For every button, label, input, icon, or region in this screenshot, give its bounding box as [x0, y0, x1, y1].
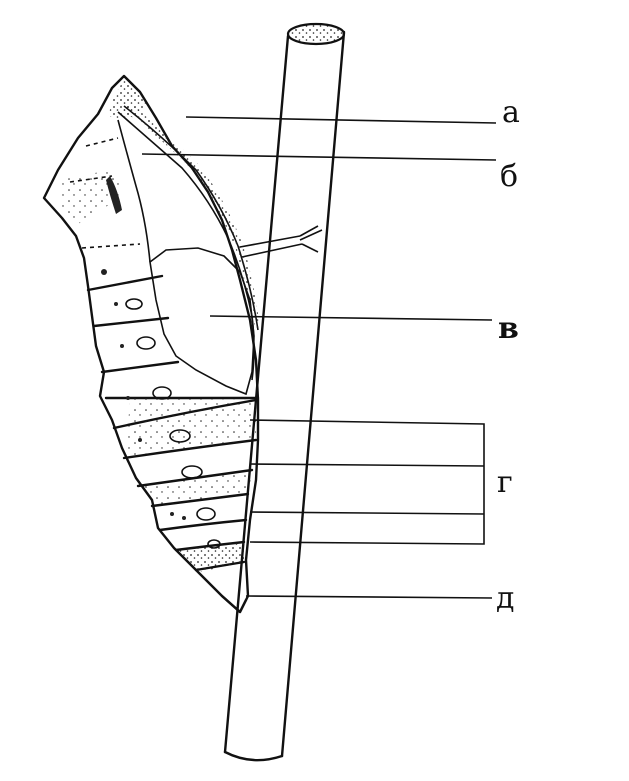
- wing-case: [149, 247, 255, 396]
- spiracles: [101, 269, 221, 549]
- silk-girdle: [239, 225, 323, 258]
- stem-cut-end: [286, 22, 346, 46]
- label-a: а: [502, 95, 520, 130]
- leader-d: [245, 595, 493, 599]
- label-d: д: [496, 581, 515, 616]
- pupa-body: [42, 74, 260, 614]
- leader-lines: [141, 116, 497, 599]
- leader-a: [185, 116, 497, 124]
- label-v: в: [498, 311, 519, 346]
- head-region: [108, 80, 150, 120]
- antenna-sheath: [117, 111, 255, 381]
- leader-v: [209, 315, 493, 321]
- label-b: б: [500, 159, 519, 194]
- leader-b: [141, 153, 497, 161]
- label-g: г: [497, 465, 513, 500]
- cremaster: [220, 594, 248, 614]
- bracket-g: [249, 419, 485, 545]
